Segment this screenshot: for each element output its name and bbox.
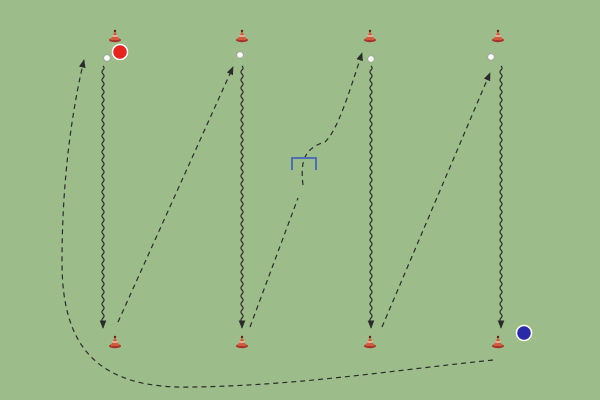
cone-top-1: [109, 29, 121, 43]
mini-goal-icon: [291, 157, 317, 170]
return-run-line: [61, 59, 494, 388]
run-line-1: [117, 66, 234, 323]
run-line-3: [381, 72, 491, 328]
blue-player-marker: [515, 324, 533, 342]
ball-icon: [367, 55, 375, 63]
cone-bottom-2: [236, 335, 248, 349]
run-line-2b: [301, 52, 363, 186]
cone-top-4: [492, 29, 504, 43]
cone-top-2: [236, 29, 248, 43]
ball-icon: [487, 53, 495, 61]
ball-icon: [103, 54, 111, 62]
run-line-2: [249, 197, 299, 328]
dribble-line-4: [497, 65, 505, 329]
cone-top-3: [364, 29, 376, 43]
dribble-line-1: [99, 65, 107, 329]
cone-bottom-1: [109, 335, 121, 349]
ball-icon: [236, 51, 244, 59]
dribble-line-2: [238, 65, 246, 329]
cone-bottom-4: [492, 335, 504, 349]
dribble-line-3: [367, 65, 375, 329]
cone-bottom-3: [364, 335, 376, 349]
red-player-marker: [111, 43, 129, 61]
